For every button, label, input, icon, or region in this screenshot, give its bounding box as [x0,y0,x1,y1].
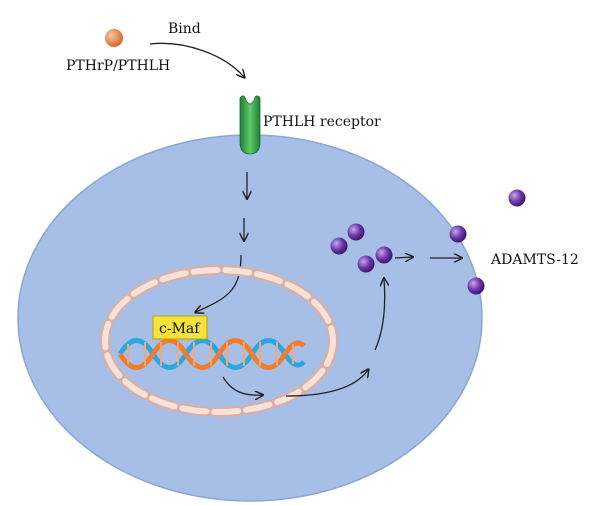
adamts12-protein-icon [508,189,526,207]
receptor-label: PTHLH receptor [263,114,381,130]
bind-label: Bind [168,21,201,37]
dna-helix [117,338,306,370]
adamts12-protein-icon [467,277,485,295]
adamts12-protein-icon [375,246,393,264]
secretion-arrow-1 [394,257,412,258]
bind-arrow [149,42,244,77]
cmaf-label: c-Maf [159,321,201,337]
cmaf-box [152,315,208,340]
translation-arrow [374,279,385,351]
cell-body [17,134,483,502]
ptlh-receptor-icon [239,95,261,155]
adamts12-label: ADAMTS-12 [490,252,579,268]
adamts12-protein-icon [357,255,375,273]
signal-arrow-3 [196,254,242,312]
nucleus-membrane-inner [102,267,336,415]
ptlh-ligand-icon [105,29,123,47]
adamts12-protein-icon [347,223,365,241]
ligand-label: PTHrP/PTHLH [66,58,170,74]
transcription-arrow-2 [285,370,368,397]
adamts12-protein-icon [449,225,467,243]
adamts12-protein-icon [330,237,348,255]
transcription-arrow-1 [222,376,262,395]
